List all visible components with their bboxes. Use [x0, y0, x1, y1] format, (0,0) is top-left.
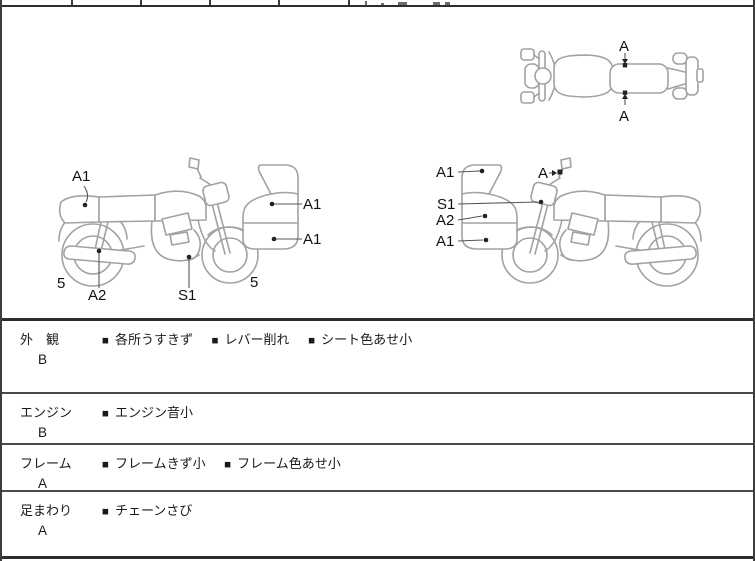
row-items: ■ フレームきず小 ■ フレーム色あせ小 [102, 453, 356, 472]
header-text-remnant [398, 2, 407, 5]
header-text-remnant [433, 2, 440, 5]
side-view-bike-left [58, 157, 299, 287]
item-bullet: ■ [224, 458, 232, 471]
row-category: 足まわり [20, 502, 73, 518]
header-divider [278, 0, 280, 5]
label-left-wheel-left: 5 [57, 275, 65, 292]
table-row-exterior: 外 観 B ■ 各所うすきず ■ レバー削れ ■ シート色あせ小 [2, 321, 753, 392]
row-items: ■ エンジン音小 [102, 402, 208, 421]
condition-item: ■ チェーンさび [102, 503, 192, 518]
header-row [2, 0, 753, 7]
label-topview-upper: A [619, 38, 629, 55]
row-grade: A [38, 522, 48, 538]
row-items: ■ チェーンさび [102, 500, 207, 519]
header-text-remnant [365, 1, 367, 5]
row-grade: B [38, 351, 48, 367]
label-left-fairing-upper: A1 [303, 196, 321, 213]
item-bullet: ■ [102, 334, 109, 347]
header-text-remnant [445, 2, 450, 5]
table-top-border [2, 318, 753, 321]
left-view-leaders [82, 185, 302, 288]
row-category: フレーム [20, 455, 72, 471]
item-text: レバー削れ [224, 331, 290, 347]
item-bullet: ■ [211, 334, 219, 347]
item-text: 各所うすきず [114, 331, 193, 347]
right-view-leaders [457, 168, 563, 243]
header-divider [71, 0, 73, 5]
item-text: チェーンさび [114, 502, 193, 518]
table-bottom-border [2, 556, 753, 559]
top-view-bike [520, 48, 704, 104]
table-row-undercarriage: 足まわり A ■ チェーンさび [2, 492, 753, 556]
side-view-bike-right [461, 157, 702, 287]
row-category: エンジン [20, 404, 73, 420]
label-left-wheel-right: 5 [250, 274, 258, 291]
row-category: 外 観 [20, 331, 60, 347]
label-left-muffler: A2 [88, 287, 106, 304]
label-left-tail: A1 [72, 168, 90, 185]
top-view-leaders [622, 53, 628, 105]
condition-item: ■ フレームきず小 [102, 456, 206, 471]
table-row-frame: フレーム A ■ フレームきず小 ■ フレーム色あせ小 [2, 445, 753, 491]
item-bullet: ■ [102, 505, 109, 518]
item-bullet: ■ [308, 334, 316, 347]
item-text: エンジン音小 [114, 404, 193, 420]
label-left-exhaust: S1 [178, 287, 196, 304]
condition-item: ■ レバー削れ [212, 332, 290, 347]
label-right-headlight: S1 [437, 196, 455, 213]
header-divider [209, 0, 211, 5]
header-text-remnant [381, 3, 384, 5]
item-bullet: ■ [102, 458, 109, 471]
header-divider [348, 0, 350, 5]
item-text: フレームきず小 [114, 455, 206, 471]
label-topview-lower: A [619, 108, 629, 125]
label-left-fairing-lower: A1 [303, 231, 321, 248]
condition-item: ■ エンジン音小 [102, 405, 193, 420]
row-divider [2, 490, 753, 492]
row-grade: B [38, 424, 48, 440]
label-right-fairing-mid: A2 [436, 212, 454, 229]
header-divider [140, 0, 142, 5]
table-row-engine: エンジン B ■ エンジン音小 [2, 394, 753, 443]
row-items: ■ 各所うすきず ■ レバー削れ ■ シート色あせ小 [102, 329, 427, 348]
condition-diagram: A1 5 A2 S1 5 A1 A1 A1 A S1 A2 A1 A A [57, 38, 704, 304]
item-text: シート色あせ小 [321, 331, 413, 347]
row-divider [2, 392, 753, 394]
row-grade: A [38, 475, 48, 491]
item-bullet: ■ [102, 407, 109, 420]
row-divider [2, 443, 753, 445]
condition-item: ■ シート色あせ小 [308, 332, 412, 347]
item-text: フレーム色あせ小 [237, 455, 341, 471]
condition-item: ■ 各所うすきず [102, 332, 193, 347]
condition-item: ■ フレーム色あせ小 [224, 456, 341, 471]
label-right-fairing-lower: A1 [436, 233, 454, 250]
label-right-mirror: A [538, 165, 548, 182]
label-right-fairing-top: A1 [436, 164, 454, 181]
